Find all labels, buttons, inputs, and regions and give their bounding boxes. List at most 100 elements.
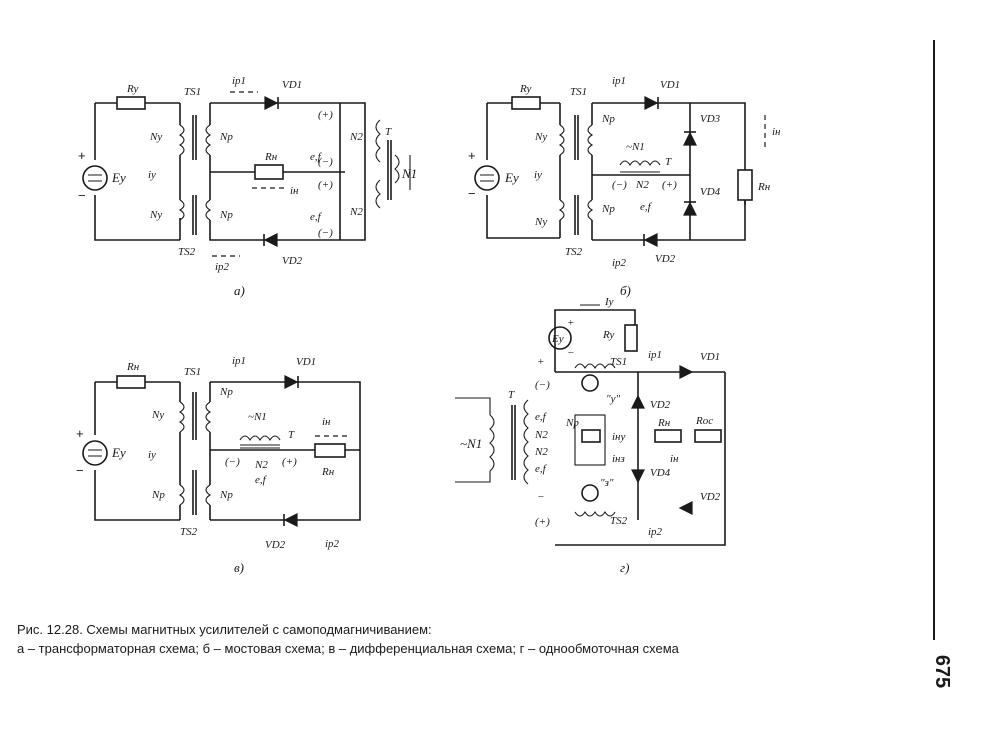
svg-text:TS2: TS2 [565,246,583,258]
svg-text:−: − [468,186,476,201]
svg-text:N2: N2 [534,446,548,458]
svg-text:TS1: TS1 [184,86,201,98]
svg-text:(+): (+) [282,456,297,468]
svg-text:TS2: TS2 [178,246,196,258]
svg-text:(−): (−) [318,227,333,239]
svg-text:Ey: Ey [551,333,564,345]
schematic-a: Ry + − Ey TS1 TS2 Ny Ny Np Np iy VD1 VD2… [78,75,417,298]
svg-text:(−): (−) [535,379,550,391]
svg-text:Ny: Ny [149,209,162,221]
svg-text:VD2: VD2 [650,399,671,411]
svg-text:TS2: TS2 [180,526,198,538]
svg-text:"з": "з" [600,477,614,489]
svg-text:Rн: Rн [126,361,140,373]
svg-text:(−): (−) [225,456,240,468]
svg-text:e,f: e,f [535,411,548,423]
svg-text:−: − [76,463,84,478]
svg-text:Ey: Ey [111,445,126,460]
svg-text:VD1: VD1 [296,356,316,368]
svg-text:~N1: ~N1 [460,436,482,451]
svg-text:Rн: Rн [657,417,671,429]
svg-text:N2: N2 [635,179,649,191]
svg-text:e,f: e,f [255,474,268,486]
svg-text:Nр: Nр [565,417,579,429]
svg-text:Ny: Ny [149,131,162,143]
svg-text:VD4: VD4 [650,467,671,479]
svg-text:iy: iy [534,169,542,181]
svg-text:iн: iн [670,453,679,465]
svg-text:iну: iну [612,431,626,443]
svg-text:e,f: e,f [310,211,323,223]
svg-text:ip2: ip2 [612,257,627,269]
svg-text:~N1: ~N1 [248,411,267,423]
svg-text:+: + [468,148,476,163]
svg-text:VD2: VD2 [700,491,721,503]
svg-text:ip1: ip1 [648,349,662,361]
svg-text:N2: N2 [534,429,548,441]
svg-text:б): б) [620,283,631,298]
svg-text:(−): (−) [612,179,627,191]
svg-text:−: − [537,491,544,503]
svg-text:e,f: e,f [535,463,548,475]
svg-text:Np: Np [601,203,615,215]
svg-text:VD1: VD1 [282,79,302,91]
svg-text:e,f: e,f [640,201,653,213]
svg-text:(+): (+) [318,109,333,121]
svg-text:TS1: TS1 [184,366,201,378]
svg-text:Np: Np [219,386,233,398]
svg-text:Rн: Rн [321,466,335,478]
svg-text:iн: iн [322,416,331,428]
svg-text:ip2: ip2 [325,538,340,550]
svg-text:Np: Np [151,489,165,501]
svg-text:Iy: Iy [604,296,614,308]
svg-text:ip1: ip1 [232,355,246,367]
svg-text:iн: iн [290,185,299,197]
svg-text:ip2: ip2 [648,526,663,538]
svg-text:e,f: e,f [310,151,323,163]
page-number: 675 [931,654,954,689]
svg-text:iн: iн [772,126,781,138]
svg-text:VD1: VD1 [700,351,720,363]
caption-legend: а – трансформаторная схема; б – мостовая… [17,641,679,656]
svg-text:Np: Np [219,131,233,143]
schematic-g: Ey + − Iy Ry TS1 TS2 Nр iну iнз "у" "з" … [455,296,726,575]
svg-text:а): а) [234,283,245,298]
svg-text:T: T [385,126,392,138]
svg-text:Ey: Ey [504,170,519,185]
svg-text:TS2: TS2 [610,515,628,527]
svg-text:VD2: VD2 [282,255,303,267]
svg-text:~N1: ~N1 [626,141,645,153]
svg-text:Ny: Ny [534,131,547,143]
figure-caption: Рис. 12.28. Схемы магнитных усилителей с… [17,620,897,658]
svg-text:T: T [288,429,295,441]
svg-text:Ry: Ry [126,83,139,95]
svg-text:iy: iy [148,449,156,461]
svg-text:Roc: Roc [695,415,713,427]
svg-text:(−): (−) [318,156,333,168]
svg-text:+: + [76,426,84,441]
caption-title: Рис. 12.28. Схемы магнитных усилителей с… [17,622,432,637]
svg-text:(+): (+) [662,179,677,191]
svg-text:+: + [537,356,544,368]
svg-text:ip1: ip1 [232,75,246,87]
svg-text:TS1: TS1 [610,356,627,368]
svg-text:VD4: VD4 [700,186,721,198]
svg-text:Np: Np [219,489,233,501]
svg-text:в): в) [234,560,244,575]
svg-text:"у": "у" [606,393,621,405]
svg-text:T: T [508,389,515,401]
svg-text:N2: N2 [349,131,363,143]
svg-text:VD2: VD2 [265,539,286,551]
svg-text:N1: N1 [401,166,417,181]
svg-text:+: + [567,317,574,329]
svg-text:iнз: iнз [612,453,625,465]
svg-text:T: T [665,156,672,168]
schematic-b: Ry + − Ey TS1 TS2 Ny Ny Np Np iy Rн VD1 … [468,75,781,298]
svg-text:N2: N2 [349,206,363,218]
svg-text:(+): (+) [318,179,333,191]
svg-text:Ny: Ny [534,216,547,228]
svg-text:Ey: Ey [111,170,126,185]
svg-text:−: − [78,188,86,203]
svg-text:iy: iy [148,169,156,181]
